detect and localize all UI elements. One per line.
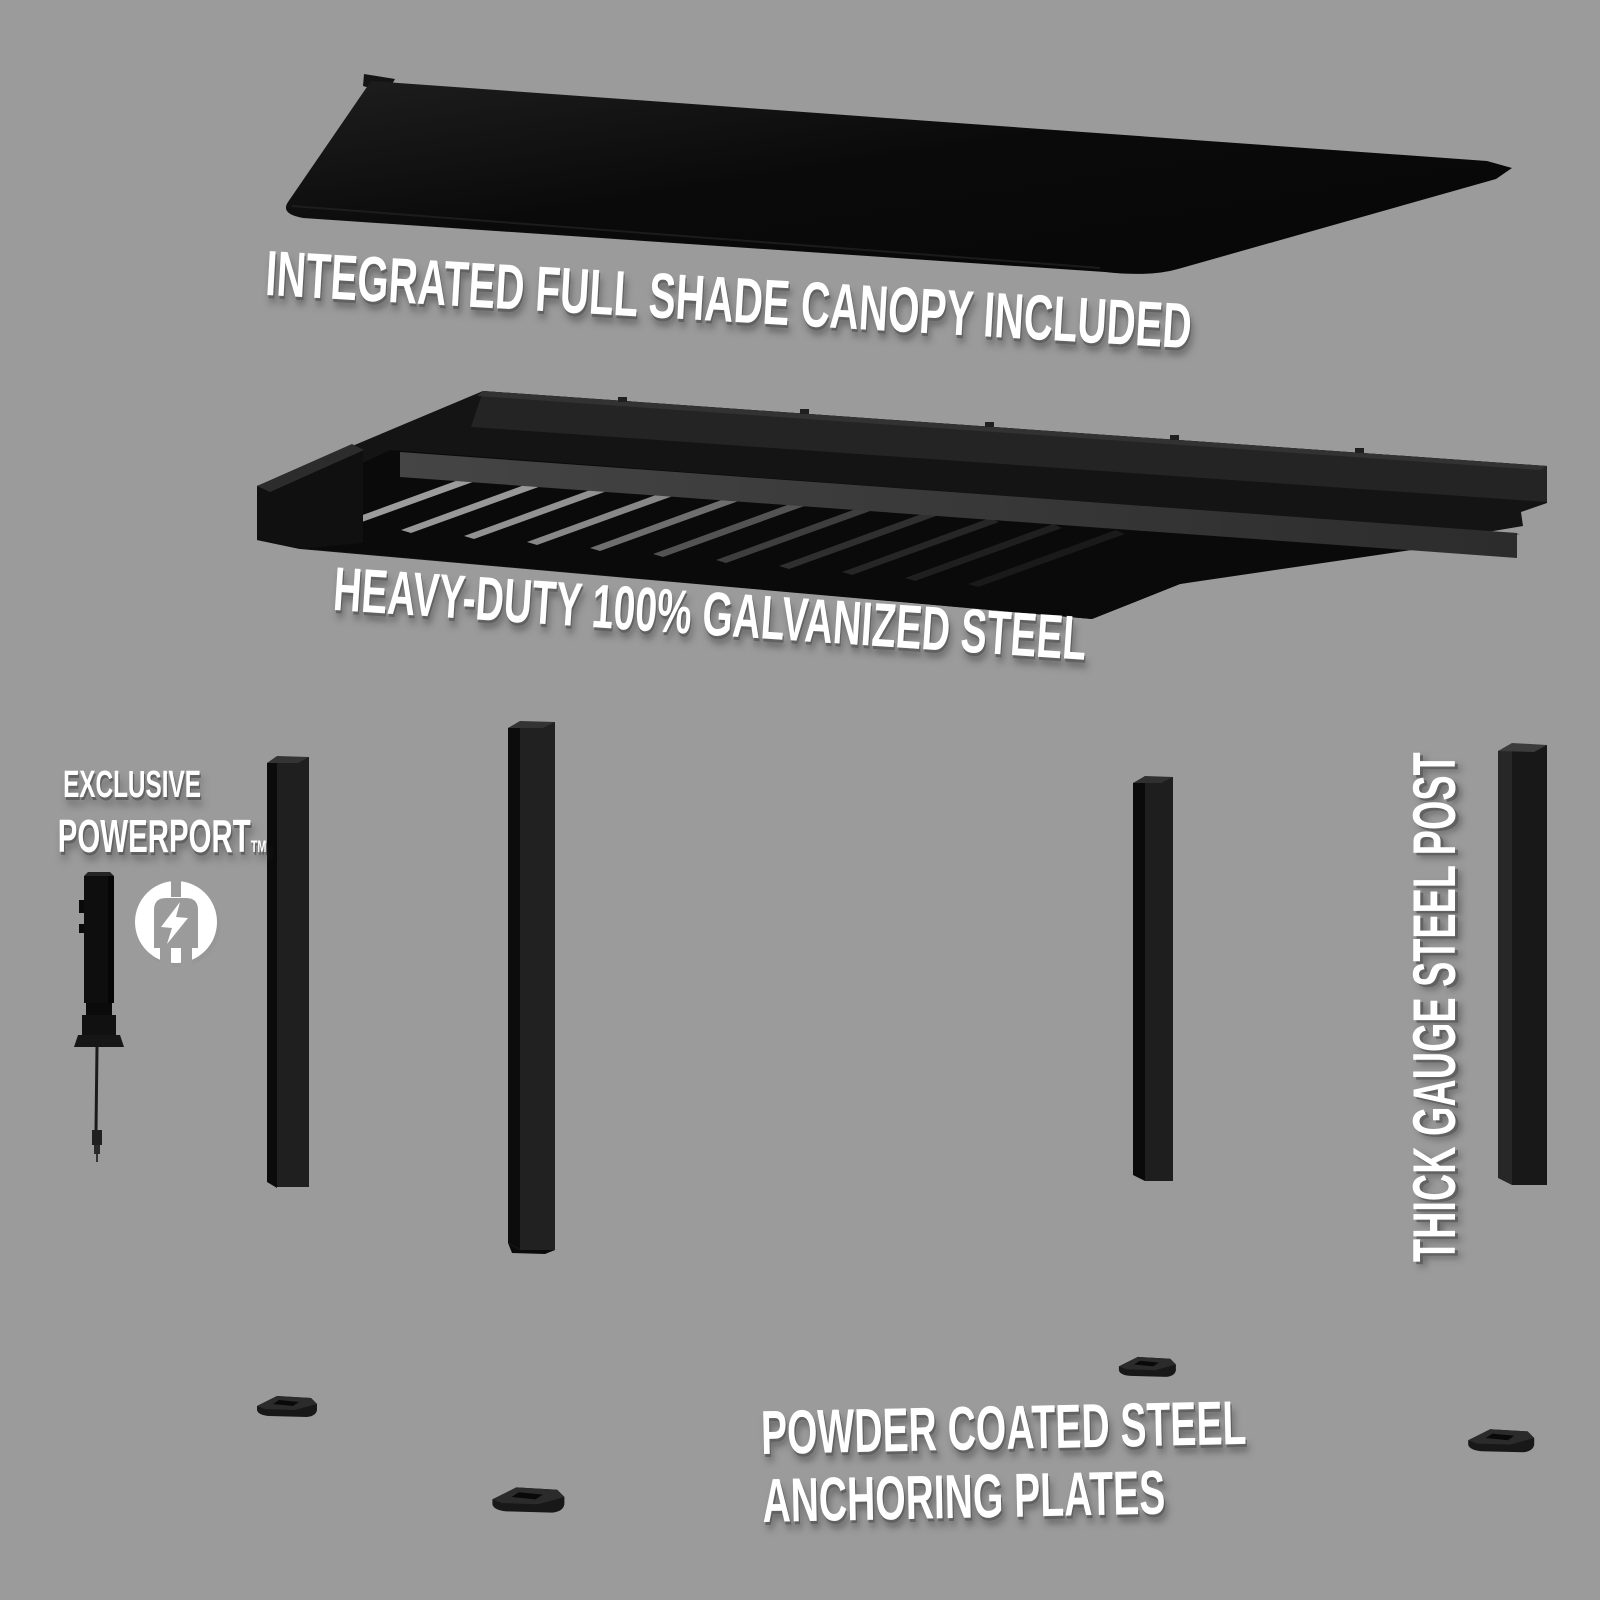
plug-lightning-circle-icon	[135, 878, 220, 972]
anchor-plates-label-line1: POWDER COATED STEEL	[760, 1388, 1248, 1468]
shade-canopy	[285, 74, 1512, 274]
powerport-label: EXCLUSIVE POWERPORTTM	[57, 762, 267, 864]
louver-gaps	[338, 470, 1125, 587]
powerport-outlet	[74, 872, 124, 1162]
post-label: THICK GAUGE STEEL POST	[1401, 752, 1468, 1262]
steel-post-2	[508, 721, 555, 1254]
anchor-plates-label-line2: ANCHORING PLATES	[761, 1458, 1167, 1537]
powerport-label-line2: POWERPORTTM	[57, 810, 267, 863]
trademark-symbol: TM	[250, 837, 267, 857]
anchor-plate-3	[1118, 1356, 1176, 1377]
powerport-label-line1: EXCLUSIVE	[63, 764, 201, 806]
steel-post-1	[267, 756, 309, 1188]
steel-post-3	[1133, 776, 1173, 1181]
anchor-plate-4	[1468, 1429, 1535, 1453]
steel-post-4	[1498, 743, 1547, 1185]
roof-frame	[257, 391, 1547, 619]
anchor-plate-2	[492, 1487, 565, 1513]
anchor-plates-label: POWDER COATED STEEL ANCHORING PLATES	[760, 1388, 1248, 1537]
anchor-plate-1	[257, 1396, 317, 1417]
power-cord	[94, 1046, 99, 1131]
